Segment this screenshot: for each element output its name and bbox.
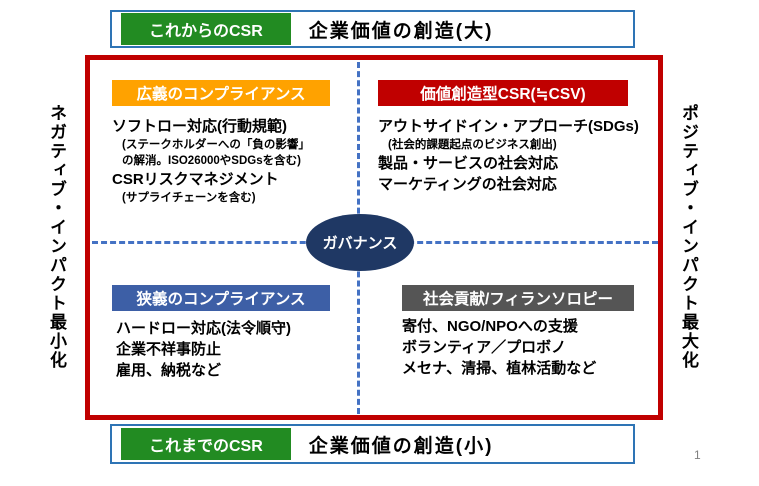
top-banner: これからのCSR 企業価値の創造(大)	[110, 10, 635, 48]
quadrant-header-narrow-compliance: 狭義のコンプライアンス	[112, 285, 330, 311]
text-line: (社会的課題起点のビジネス創出)	[388, 139, 557, 151]
text-line: アウトサイドイン・アプローチ(SDGs)	[378, 118, 639, 135]
quadrant-header-philanthropy: 社会貢献/フィランソロピー	[402, 285, 634, 311]
quadrant-body-broad-compliance: ソフトロー対応(行動規範) (ステークホルダーへの「負の影響」 の解消。ISO2…	[112, 116, 310, 206]
text-line: マーケティングの社会対応	[378, 176, 557, 193]
bottom-banner-green-label: これまでのCSR	[121, 428, 291, 460]
governance-label: ガバナンス	[322, 235, 398, 252]
text-line: 寄付、NGO/NPOへの支援	[402, 318, 578, 335]
text-line: メセナ、清掃、植林活動など	[402, 360, 597, 377]
text-line: (ステークホルダーへの「負の影響」	[122, 139, 310, 151]
text-line: (サプライチェーンを含む)	[122, 192, 256, 204]
quadrant-body-narrow-compliance: ハードロー対応(法令順守) 企業不祥事防止 雇用、納税など	[116, 318, 291, 381]
quadrant-body-value-creating-csr: アウトサイドイン・アプローチ(SDGs) (社会的課題起点のビジネス創出) 製品…	[378, 116, 639, 195]
right-axis-label: ポジティブ・インパクト最大化	[679, 104, 698, 370]
text-line: CSRリスクマネジメント	[112, 171, 279, 188]
governance-ellipse: ガバナンス	[306, 214, 414, 271]
left-axis-label: ネガティブ・インパクト最小化	[47, 104, 66, 370]
quadrant-header-broad-compliance: 広義のコンプライアンス	[112, 80, 330, 106]
text-line: 製品・サービスの社会対応	[378, 155, 559, 172]
bottom-banner-text: 企業価値の創造(小)	[308, 435, 494, 457]
top-banner-green-label: これからのCSR	[121, 13, 291, 45]
text-line: ソフトロー対応(行動規範)	[112, 118, 287, 135]
quadrant-header-value-creating-csr: 価値創造型CSR(≒CSV)	[378, 80, 628, 106]
text-line: ハードロー対応(法令順守)	[116, 320, 291, 337]
text-line: 企業不祥事防止	[116, 341, 222, 358]
text-line: 雇用、納税など	[116, 362, 222, 379]
page-number: 1	[694, 448, 701, 462]
quadrant-body-philanthropy: 寄付、NGO/NPOへの支援 ボランティア／プロボノ メセナ、清掃、植林活動など	[402, 316, 596, 379]
top-banner-text: 企業価値の創造(大)	[308, 20, 494, 42]
text-line: ボランティア／プロボノ	[402, 339, 567, 356]
text-line: の解消。ISO26000やSDGsを含む)	[122, 155, 301, 167]
bottom-banner: これまでのCSR 企業価値の創造(小)	[110, 424, 635, 464]
